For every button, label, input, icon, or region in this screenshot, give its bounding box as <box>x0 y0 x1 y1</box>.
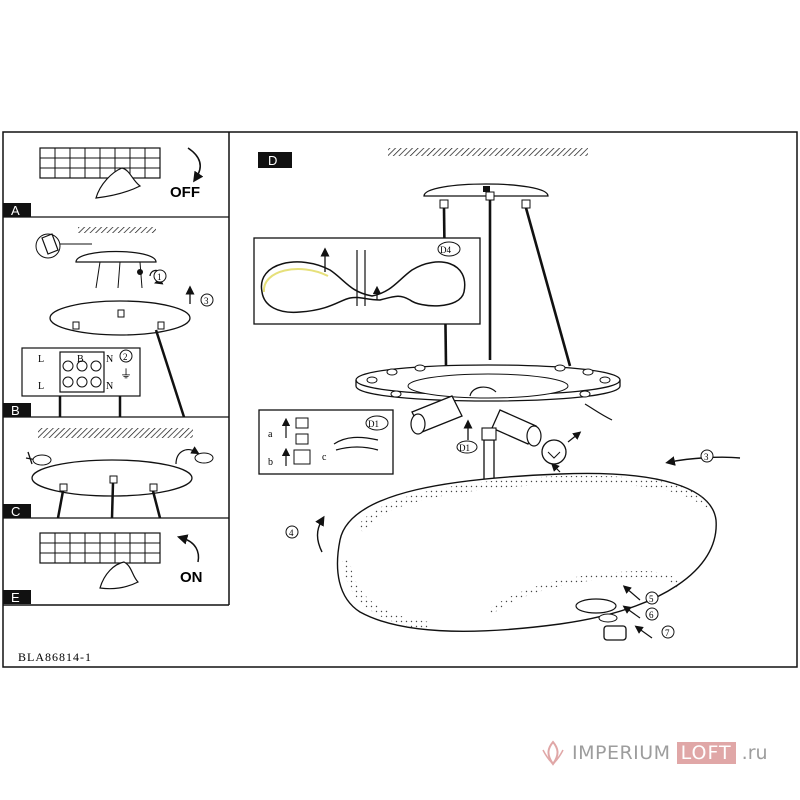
watermark-logo-icon <box>542 740 564 766</box>
hand-icon <box>99 561 140 590</box>
lamp-socket-right <box>491 409 542 447</box>
switch-on-text: ON <box>180 569 203 586</box>
hand-icon <box>333 436 379 451</box>
panel-a: OFF A <box>3 147 204 218</box>
rotate-down-arrow-icon <box>187 147 204 183</box>
screw-icon <box>194 452 214 464</box>
switch-off-text: OFF <box>170 184 200 201</box>
terminal-label-b-top: B <box>77 354 84 365</box>
watermark-domain: .ru <box>741 742 768 764</box>
rotate-up-arrow-icon <box>176 534 200 563</box>
suspension-wire <box>524 207 572 367</box>
detail-d1-label-a: a <box>268 429 273 440</box>
panel-d-tag-box <box>258 152 292 168</box>
panel-e: ON E <box>3 532 203 605</box>
power-cable <box>584 403 613 421</box>
mounting-bracket <box>75 250 157 263</box>
terminal-label-n-bottom: N <box>106 381 113 392</box>
ceiling-hatch <box>388 148 588 156</box>
step-7-label: 7 <box>665 628 670 638</box>
terminal-label-n-top: N <box>106 354 113 365</box>
step-3-label-d: 3 <box>704 452 709 462</box>
canopy-plate <box>49 300 191 336</box>
step-5-label: 5 <box>649 594 654 604</box>
rotate-arrow-icon <box>175 446 200 465</box>
panel-b-tag-box <box>3 403 31 417</box>
light-bulb-icon <box>541 439 567 465</box>
detail-d4-label: D4 <box>440 245 451 255</box>
detail-d1-label-c: c <box>322 452 327 463</box>
hand-icon <box>95 167 142 199</box>
ground-icon: ⏚ <box>120 367 132 381</box>
step-1-label: 1 <box>157 272 162 282</box>
step-2-label: 2 <box>123 352 128 362</box>
ceiling-hatch <box>78 227 156 233</box>
panel-c-tag: C <box>11 504 20 519</box>
panel-a-tag-box <box>3 203 31 217</box>
finial-nut <box>603 625 627 641</box>
shade-center-hole <box>575 598 617 614</box>
panel-b-tag: B <box>11 403 20 418</box>
panel-e-tag-box <box>3 590 31 604</box>
suspension-wire <box>56 490 65 519</box>
panel-e-tag: E <box>11 590 20 605</box>
ceiling-hatch <box>38 428 193 438</box>
watermark-loft: LOFT <box>676 742 736 764</box>
terminal-label-l-bottom: L <box>38 381 44 392</box>
document-code: BLA86814-1 <box>18 650 92 664</box>
terminal-label-l-top: L <box>38 354 44 365</box>
step-4-label: 4 <box>289 528 294 538</box>
panel-d: D D4 <box>253 148 741 641</box>
panel-c: C <box>3 428 214 519</box>
outer-frame <box>2 131 798 668</box>
panel-d-tag: D <box>268 153 277 168</box>
watermark: IMPERIUM LOFT .ru <box>540 735 780 771</box>
detail-d1-label-b: b <box>268 457 273 468</box>
panel-a-tag: A <box>11 203 20 218</box>
detail-d1-inline-label: D1 <box>459 443 470 453</box>
glass-shade <box>336 472 717 632</box>
screw-icon <box>41 233 59 255</box>
panel-c-tag-box <box>3 504 31 518</box>
watermark-imperium: IMPERIUM <box>572 742 671 764</box>
step-6-label: 6 <box>649 610 654 620</box>
lamp-socket-left <box>410 395 463 435</box>
panel-b: 1 3 L B N L N 2 ⏚ B <box>3 227 214 418</box>
detail-d1-label: D1 <box>368 419 379 429</box>
step-3-label-b: 3 <box>204 296 209 306</box>
glass-profile <box>260 261 466 314</box>
rotate-arrow-icon <box>315 515 325 553</box>
